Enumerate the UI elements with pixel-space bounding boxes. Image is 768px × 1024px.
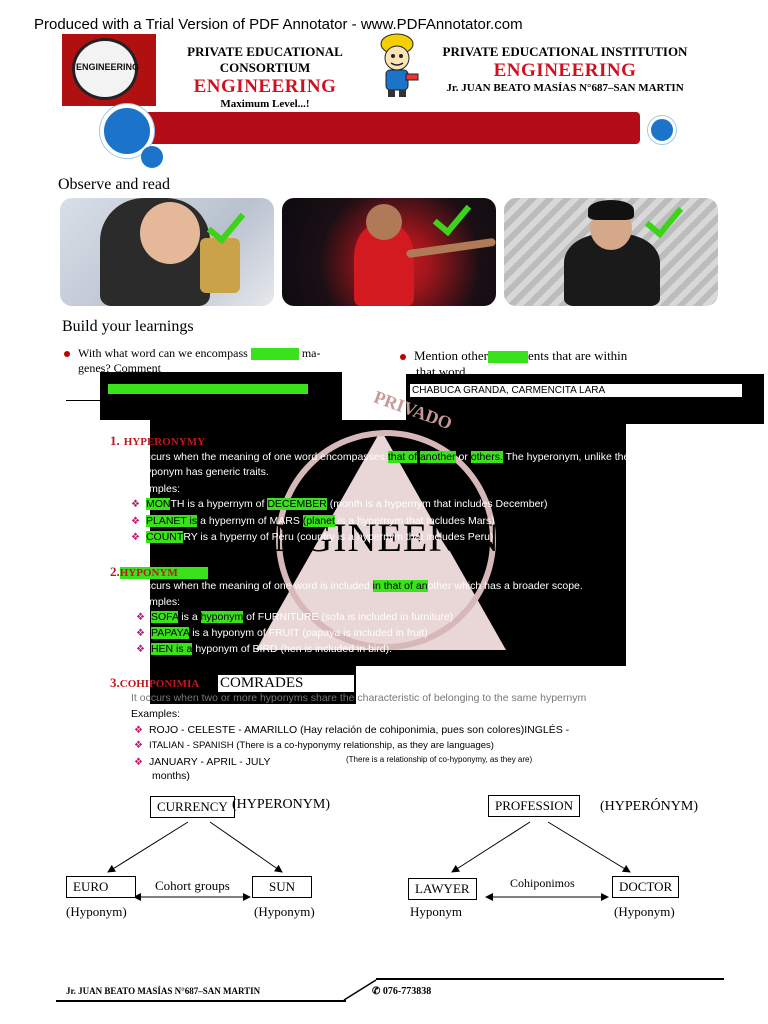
highlight-mark xyxy=(488,351,529,364)
section-hyponym-heading: 2.HYPONYM xyxy=(110,563,208,581)
answer-line xyxy=(66,400,100,401)
hyperonymy-item: ❖PLANET is a hypernym of MARS (planet is… xyxy=(131,515,495,527)
header-right-line2: ENGINEERING xyxy=(493,60,637,81)
hyponym-definition: It occurs when the meaning of one word i… xyxy=(131,580,583,592)
profession-box: PROFESSION xyxy=(488,795,581,817)
cohiponimia-definition: It occurs when two or more hyponyms shar… xyxy=(131,692,587,704)
currency-label: (HYPERONYM) xyxy=(232,797,330,812)
footer-phone: ✆ 076-773838 xyxy=(372,986,432,997)
highlight-mark xyxy=(108,384,308,394)
euro-box: EURO xyxy=(66,876,136,898)
photo-singer-2 xyxy=(282,198,496,306)
cohiponimos-label: Cohiponimos xyxy=(510,876,575,890)
blue-dot-decoration xyxy=(648,116,676,144)
currency-box: CURRENCY xyxy=(150,796,235,818)
trial-banner: Produced with a Trial Version of PDF Ann… xyxy=(34,16,523,33)
watermark-engineering: ENGINEERING xyxy=(248,515,531,560)
hyperonymy-item: ❖COUNTRY is a hyperny of Peru (country i… xyxy=(131,531,494,543)
title-banner-bar xyxy=(140,112,640,144)
header-left-line3: Maximum Level...! xyxy=(220,98,310,110)
footer-line-left xyxy=(56,1000,346,1002)
header-right-line3: Jr. JUAN BEATO MASÍAS N°687–SAN MARTIN xyxy=(446,82,684,94)
cohiponimia-item: ❖ITALIAN - SPANISH (There is a co-hypony… xyxy=(134,740,494,751)
observe-title: Observe and read xyxy=(58,176,170,193)
cohort-groups-label: Cohort groups xyxy=(155,878,230,893)
answer-left-redaction xyxy=(100,372,342,420)
answer-right-redaction: CHABUCA GRANDA, CARMENCITA LARA xyxy=(406,374,764,424)
engineer-mascot-icon xyxy=(380,33,419,97)
photo-singer-1 xyxy=(60,198,274,306)
build-title: Build your learnings xyxy=(62,318,194,335)
hyperonymy-item: ❖MONTH is a hypernym of DECEMBER (month … xyxy=(131,498,548,510)
hyponym-examples-label: Examples: xyxy=(131,596,181,608)
photo-singer-3 xyxy=(504,198,718,306)
header-left-line1: PRIVATE EDUCATIONAL CONSORTIUM xyxy=(187,44,343,75)
lawyer-box: LAWYER xyxy=(408,878,477,900)
lawyer-sub: Hyponym xyxy=(410,904,462,919)
header-left: PRIVATE EDUCATIONAL CONSORTIUM ENGINEERI… xyxy=(150,44,380,110)
cohiponimia-item: ❖JANUARY - APRIL - JULY xyxy=(134,756,271,768)
blue-circle-decoration xyxy=(100,104,154,158)
school-logo: ENGINEERING xyxy=(62,34,156,106)
comrades-label: COMRADES xyxy=(218,675,354,692)
footer-divider xyxy=(343,979,377,1001)
footer-address: Jr. JUAN BEATO MASÍAS N°687–SAN MARTIN xyxy=(66,986,261,996)
bullet xyxy=(400,354,406,361)
hyperonymy-definition: It occurs when the meaning of one word e… xyxy=(131,451,630,463)
cohiponimia-item-cont: months) xyxy=(152,770,190,782)
highlight-mark xyxy=(250,348,299,361)
blue-dot-decoration xyxy=(141,146,163,168)
header-left-line2: ENGINEERING xyxy=(193,76,337,97)
cohiponimia-examples-label: Examples: xyxy=(131,708,181,720)
doctor-sub: (Hyponym) xyxy=(614,904,675,919)
section-cohiponimia-heading: 3.COHIPONIMIA xyxy=(110,675,200,690)
logo-label: ENGINEERING xyxy=(76,62,140,72)
sun-sub: (Hyponym) xyxy=(254,904,315,919)
hyperonymy-examples-label: Examples: xyxy=(131,483,181,495)
watermark-seal xyxy=(236,430,546,668)
cohiponimia-item: ❖ROJO - CELESTE - AMARILLO (Hay relación… xyxy=(134,724,570,736)
profession-label: (HYPERÓNYM) xyxy=(600,799,698,814)
sun-box: SUN xyxy=(252,876,312,898)
hyponym-item: ❖PAPAYA is a hyponym of FRUIT (papaya is… xyxy=(136,627,428,639)
question-left: With what word can we encompass ma- gene… xyxy=(64,346,334,376)
hyperonymy-definition-2: A hyponym has generic traits. xyxy=(131,466,269,478)
logo-seal xyxy=(72,38,138,100)
hyponym-item: ❖HEN is a hyponym of BIRD (hen is includ… xyxy=(136,643,393,655)
bullet xyxy=(64,351,70,358)
hyponym-item: ❖SOFA is a hyponym of FURNITURE (sofa is… xyxy=(136,611,454,623)
cohiponimia-item-note: (There is a relationship of co-hyponymy,… xyxy=(346,755,533,764)
header-right: PRIVATE EDUCATIONAL INSTITUTION ENGINEER… xyxy=(430,44,700,94)
footer-line-right xyxy=(376,978,724,980)
section-hyperonymy-heading: 1. HYPERONYMY xyxy=(110,433,206,448)
phone-icon: ✆ xyxy=(372,986,383,997)
euro-sub: (Hyponym) xyxy=(66,904,127,919)
answer-right-text: CHABUCA GRANDA, CARMENCITA LARA xyxy=(410,384,742,397)
doctor-box: DOCTOR xyxy=(612,876,680,898)
header-right-line1: PRIVATE EDUCATIONAL INSTITUTION xyxy=(442,44,688,59)
